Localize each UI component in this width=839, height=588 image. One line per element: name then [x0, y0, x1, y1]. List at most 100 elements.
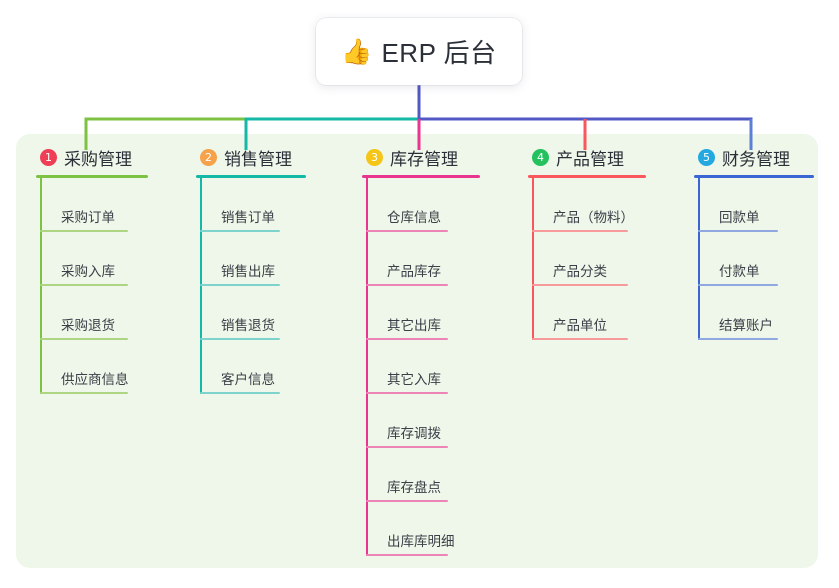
leaf-item-underline: [40, 392, 128, 394]
leaf-item-label: 产品（物料）: [553, 210, 634, 225]
branch-header-4[interactable]: 4 产品管理: [528, 145, 646, 169]
leaf-item-underline: [366, 230, 448, 232]
branch-column-1: 1 采购管理采购订单采购入库采购退货供应商信息: [36, 145, 148, 394]
leaf-item[interactable]: 供应商信息: [36, 340, 148, 394]
leaf-item-underline: [366, 446, 448, 448]
branch-title-3: 库存管理: [390, 149, 458, 169]
diagram-panel-background: [16, 134, 818, 568]
leaf-item[interactable]: 出库库明细: [362, 502, 480, 556]
branch-column-2: 2 销售管理销售订单销售出库销售退货客户信息: [196, 145, 306, 394]
branch-title-5: 财务管理: [722, 149, 790, 169]
leaf-item[interactable]: 采购入库: [36, 232, 148, 286]
branch-items-2: 销售订单销售出库销售退货客户信息: [196, 178, 306, 394]
leaf-item[interactable]: 产品库存: [362, 232, 480, 286]
branch-header-5[interactable]: 5 财务管理: [694, 145, 814, 169]
branch-items-3: 仓库信息产品库存其它出库其它入库库存调拨库存盘点出库库明细: [362, 178, 480, 556]
leaf-item-underline: [532, 338, 628, 340]
leaf-item[interactable]: 销售订单: [196, 178, 306, 232]
branch-underline-2: [196, 175, 306, 178]
leaf-item[interactable]: 销售出库: [196, 232, 306, 286]
leaf-item[interactable]: 库存盘点: [362, 448, 480, 502]
branch-badge-1: 1: [40, 148, 57, 166]
leaf-item-underline: [366, 338, 448, 340]
leaf-item-underline: [698, 284, 778, 286]
branch-spine-5: [698, 178, 700, 340]
branch-spine-1: [40, 178, 42, 394]
leaf-item-label: 产品单位: [553, 318, 607, 333]
branch-spine-4: [532, 178, 534, 340]
branch-underline-3: [362, 175, 480, 178]
leaf-item-underline: [200, 392, 280, 394]
leaf-item-underline: [698, 230, 778, 232]
leaf-item[interactable]: 付款单: [694, 232, 814, 286]
thumbs-up-icon: 👍: [341, 38, 373, 66]
leaf-item-underline: [200, 230, 280, 232]
leaf-item-label: 其它入库: [387, 372, 441, 387]
leaf-item[interactable]: 仓库信息: [362, 178, 480, 232]
leaf-item[interactable]: 库存调拨: [362, 394, 480, 448]
branch-title-4: 产品管理: [556, 149, 624, 169]
leaf-item[interactable]: 销售退货: [196, 286, 306, 340]
branch-column-4: 4 产品管理产品（物料） 产品分类产品单位: [528, 145, 646, 340]
branch-header-2[interactable]: 2 销售管理: [196, 145, 306, 169]
branch-items-4: 产品（物料） 产品分类产品单位: [528, 178, 646, 340]
leaf-item-underline: [200, 284, 280, 286]
leaf-item[interactable]: 其它入库: [362, 340, 480, 394]
leaf-item[interactable]: 其它出库: [362, 286, 480, 340]
leaf-item-underline: [366, 554, 448, 556]
branch-column-3: 3 库存管理仓库信息产品库存其它出库其它入库库存调拨库存盘点出库库明细: [362, 145, 480, 556]
root-node-label: ERP 后台: [381, 38, 497, 68]
leaf-item[interactable]: 采购退货: [36, 286, 148, 340]
leaf-item-underline: [532, 230, 628, 232]
leaf-item-underline: [366, 392, 448, 394]
branch-items-5: 回款单付款单结算账户: [694, 178, 814, 340]
branch-badge-2: 2: [200, 148, 217, 166]
branch-title-2: 销售管理: [224, 149, 292, 169]
leaf-item-label: 付款单: [719, 264, 760, 279]
leaf-item[interactable]: 结算账户: [694, 286, 814, 340]
branch-badge-4: 4: [532, 148, 549, 166]
branch-items-1: 采购订单采购入库采购退货供应商信息: [36, 178, 148, 394]
leaf-item-label: 销售退货: [221, 318, 275, 333]
leaf-item-underline: [366, 284, 448, 286]
branch-title-1: 采购管理: [64, 149, 132, 169]
branch-underline-5: [694, 175, 814, 178]
leaf-item-underline: [40, 284, 128, 286]
leaf-item-label: 销售出库: [221, 264, 275, 279]
leaf-item-label: 库存盘点: [387, 480, 441, 495]
leaf-item-label: 结算账户: [719, 318, 773, 333]
leaf-item-underline: [200, 338, 280, 340]
leaf-item-underline: [40, 230, 128, 232]
leaf-item-underline: [40, 338, 128, 340]
leaf-item-label: 采购退货: [61, 318, 115, 333]
branch-column-5: 5 财务管理回款单付款单结算账户: [694, 145, 814, 340]
leaf-item-label: 采购入库: [61, 264, 115, 279]
leaf-item-label: 产品分类: [553, 264, 607, 279]
leaf-item-label: 回款单: [719, 210, 760, 225]
leaf-item-underline: [698, 338, 778, 340]
branch-header-3[interactable]: 3 库存管理: [362, 145, 480, 169]
leaf-item[interactable]: 客户信息: [196, 340, 306, 394]
branch-header-1[interactable]: 1 采购管理: [36, 145, 148, 169]
leaf-item[interactable]: 回款单: [694, 178, 814, 232]
leaf-item[interactable]: 产品分类: [528, 232, 646, 286]
root-node[interactable]: 👍 ERP 后台: [316, 18, 522, 85]
leaf-item-label: 其它出库: [387, 318, 441, 333]
leaf-item-label: 客户信息: [221, 372, 275, 387]
leaf-item[interactable]: 产品（物料）: [528, 178, 646, 232]
branch-spine-2: [200, 178, 202, 394]
leaf-item-underline: [366, 500, 448, 502]
branch-underline-1: [36, 175, 148, 178]
leaf-item[interactable]: 产品单位: [528, 286, 646, 340]
leaf-item-label: 销售订单: [221, 210, 275, 225]
leaf-item-label: 出库库明细: [387, 534, 455, 549]
leaf-item-label: 供应商信息: [61, 372, 129, 387]
leaf-item-label: 仓库信息: [387, 210, 441, 225]
leaf-item-label: 采购订单: [61, 210, 115, 225]
leaf-item-label: 产品库存: [387, 264, 441, 279]
leaf-item[interactable]: 采购订单: [36, 178, 148, 232]
branch-badge-5: 5: [698, 148, 715, 166]
branch-badge-3: 3: [366, 148, 383, 166]
branch-underline-4: [528, 175, 646, 178]
